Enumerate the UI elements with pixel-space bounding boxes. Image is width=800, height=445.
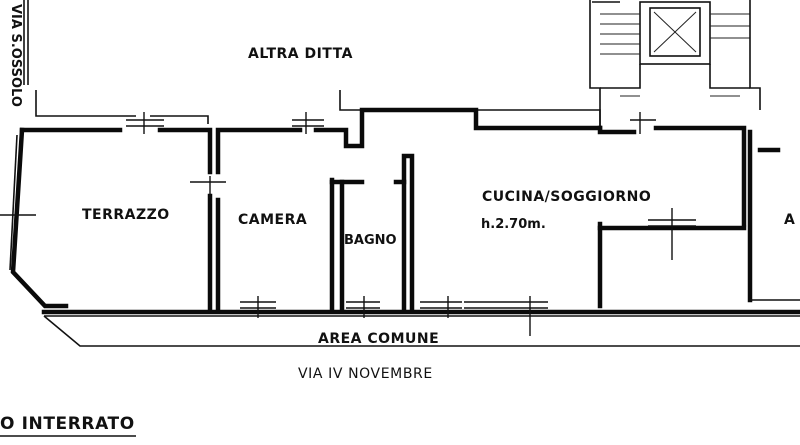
common-area-label: AREA COMUNE [318, 331, 439, 347]
left-street-edge: VIA S.OSSOLO [8, 0, 29, 107]
apartment-walls [9, 107, 800, 311]
room-label-terrace: TERRAZZO [82, 207, 170, 223]
stair-core [589, 0, 761, 128]
left-street-label: VIA S.OSSOLO [8, 4, 23, 107]
room-label-bathroom: BAGNO [344, 233, 397, 248]
facade-lines [41, 309, 800, 347]
ceiling-height-label: h.2.70m. [481, 217, 546, 232]
window-marks [0, 112, 696, 336]
neighbour-outline: ALTRA DITTA [35, 46, 601, 128]
neighbour-top-label: ALTRA DITTA [248, 46, 353, 62]
street-label: VIA IV NOVEMBRE [298, 366, 433, 382]
room-label-right-fragment: A [784, 212, 795, 228]
room-label-bedroom: CAMERA [238, 212, 307, 228]
room-label-kitchen-living: CUCINA/SOGGIORNO [482, 189, 651, 205]
floor-title: O INTERRATO [0, 414, 135, 434]
